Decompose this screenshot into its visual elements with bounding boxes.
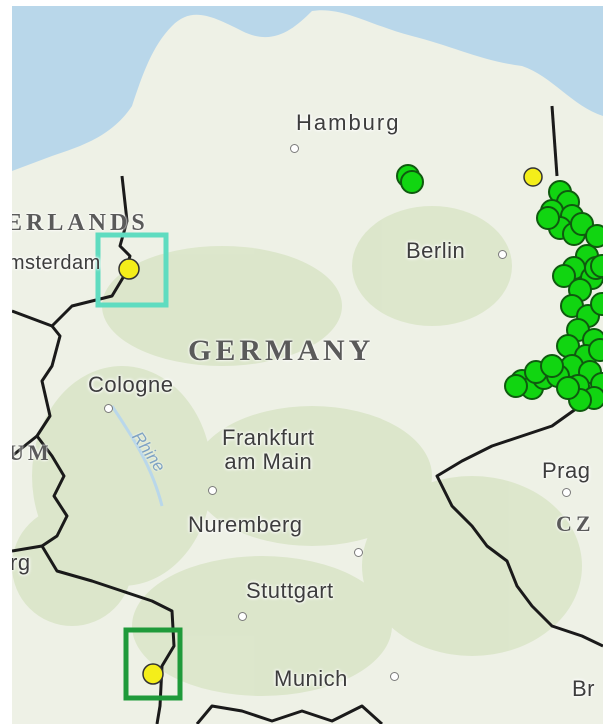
city-label-berlin: Berlin [406,238,466,263]
country-label-netherlands: ERLANDS [12,210,149,236]
city-dot-frankfurt [208,486,217,495]
country-borders [12,105,603,724]
city-label-munich: Munich [274,666,348,691]
city-dot-berlin [498,250,507,259]
yellow-marker-upper-rhine[interactable] [142,663,164,685]
green-marker-cluster[interactable] [396,164,603,412]
yellow-marker-amsterdam[interactable] [118,258,140,280]
city-label-stuttgart: Stuttgart [246,578,334,603]
country-label-czech: CZ [556,511,595,536]
city-label-prague: Prag [542,458,591,483]
country-label-germany: GERMANY [188,334,375,367]
green-marker[interactable] [540,354,564,378]
country-label-belgium: UM [12,440,53,465]
rhine-river [110,405,164,507]
green-marker[interactable] [590,254,603,278]
green-marker[interactable] [536,206,560,230]
country-label-austria: Br [572,676,595,701]
highlight-box-upper-rhine [123,627,183,701]
country-label-luxembourg: rg [12,550,31,575]
green-marker[interactable] [400,170,424,194]
city-label-cologne: Cologne [88,372,174,397]
map-view[interactable]: ERLANDS GERMANY UM CZ rg Br Hamburg Berl… [12,6,603,724]
yellow-marker-baltic[interactable] [523,167,543,187]
city-dot-munich [390,672,399,681]
city-label-hamburg: Hamburg [296,110,401,135]
map-canvas [12,6,603,724]
city-label-frankfurt: Frankfurt am Main [222,425,315,475]
green-marker[interactable] [504,374,528,398]
city-dot-hamburg [290,144,299,153]
green-marker[interactable] [552,264,576,288]
city-dot-cologne [104,404,113,413]
green-marker[interactable] [588,338,603,362]
green-marker[interactable] [556,376,580,400]
green-marker[interactable] [590,292,603,316]
city-label-nuremberg: Nuremberg [188,512,303,537]
highlight-box-amsterdam [95,232,169,308]
city-dot-nuremberg [354,548,363,557]
city-label-amsterdam: Amsterdam [12,252,101,274]
terrain-shading [12,206,582,696]
city-dot-prague [562,488,571,497]
city-dot-stuttgart [238,612,247,621]
north-sea [12,6,603,171]
green-marker[interactable] [585,224,603,248]
